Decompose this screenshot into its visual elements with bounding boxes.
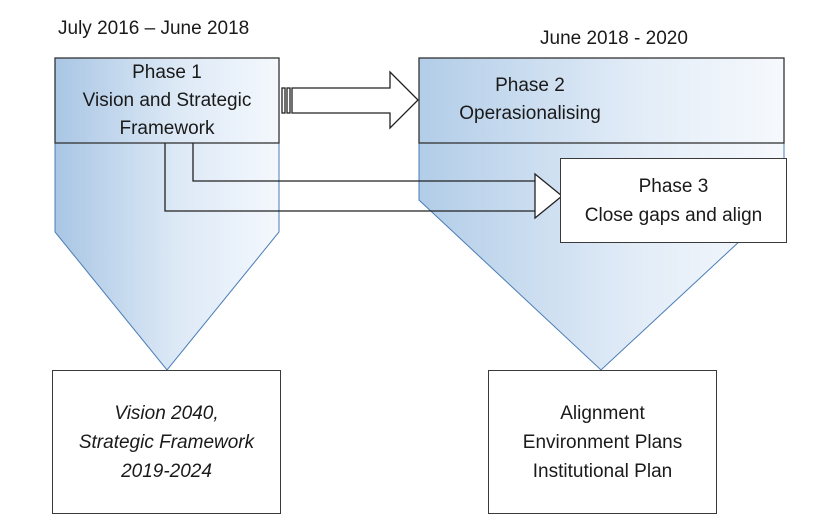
- phase2-output-box: Alignment Environment Plans Institutiona…: [488, 370, 717, 514]
- phase1-output-box: Vision 2040, Strategic Framework 2019-20…: [52, 370, 281, 514]
- phase2-title: Phase 2: [495, 75, 565, 96]
- phase2-date-label: June 2018 - 2020: [540, 28, 688, 49]
- phase1-output-line-3: 2019-2024: [121, 460, 212, 482]
- phase1-to-phase2-arrow: [281, 70, 419, 130]
- phase1-title: Phase 1: [132, 62, 202, 83]
- phase2-output-line-1: Alignment: [560, 402, 645, 424]
- phase3-title: Phase 3: [638, 175, 709, 197]
- phase3-line: Close gaps and align: [584, 204, 763, 226]
- phase3-box: Phase 3 Close gaps and align: [560, 158, 787, 243]
- phase2-box-outline: [418, 57, 785, 144]
- phase1-line-2: Framework: [119, 118, 215, 139]
- phase1-to-phase3-connectors: [164, 143, 564, 220]
- phase2-output-line-3: Institutional Plan: [532, 460, 673, 482]
- phase1-date-label: July 2016 – June 2018: [58, 18, 250, 39]
- phase1-box-outline: [54, 57, 280, 144]
- phase1-output-line-1: Vision 2040,: [114, 402, 219, 424]
- phase1-output-line-2: Strategic Framework: [78, 431, 255, 453]
- phase2-line: Operasionalising: [459, 103, 601, 124]
- phase1-line-1: Vision and Strategic: [82, 90, 252, 111]
- phase2-output-line-2: Environment Plans: [522, 431, 683, 453]
